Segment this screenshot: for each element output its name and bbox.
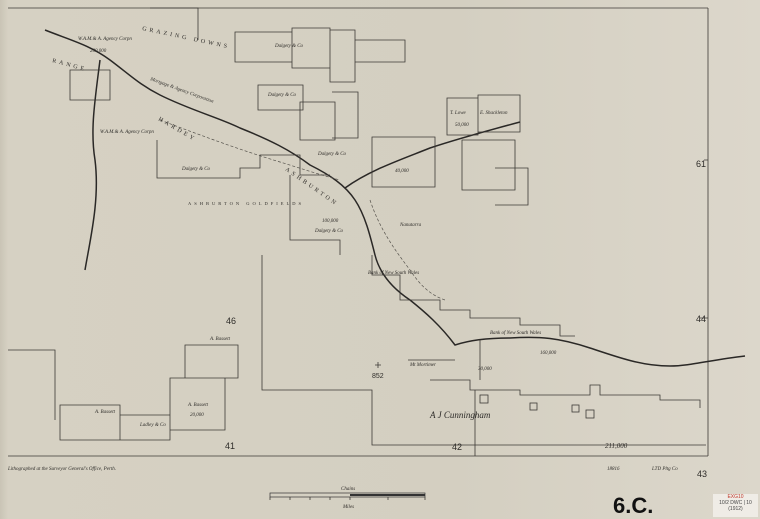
grid-number: 41 (225, 441, 235, 451)
homestead-label: Nanutarra (399, 223, 422, 228)
holder-label: W.A.M.& A. Agency Corpn (100, 130, 154, 135)
holder-label: Mortgage & Agency Corporation (148, 77, 214, 105)
lease-boundary (8, 344, 239, 441)
holder-label: Dalgety & Co (267, 93, 297, 98)
holder-label: A. Bassett (94, 410, 116, 415)
area-label: 200,000 (90, 49, 107, 54)
holder-label: Dalgety & Co (317, 152, 347, 157)
area-label: 160,000 (540, 351, 557, 356)
creek-label: HARDEY (157, 117, 197, 144)
map-frame (8, 7, 709, 457)
scale-bar (269, 492, 426, 500)
area-label: 30,000 (478, 367, 492, 372)
stamp-line-2: 10/2 DWC | 10 (1912) (719, 500, 752, 512)
grid-number: 42 (452, 442, 462, 452)
lease-boundary (234, 27, 406, 83)
plate-note: LTD Pltg Co (651, 467, 678, 472)
western-river (84, 59, 101, 271)
scale-chains-label: Chains (341, 487, 355, 492)
lease-boundary (69, 7, 199, 101)
grid-number: 44 (696, 314, 706, 324)
holder-label: A. Bassett (187, 403, 209, 408)
lease-boundary (408, 340, 701, 408)
tributary (344, 121, 521, 189)
lease-boundary (261, 255, 706, 446)
grid-number: 43 (697, 469, 707, 479)
holder-label: T. Lowe (450, 111, 467, 116)
scale-miles-label: Miles (342, 505, 354, 510)
town-label: Mt Mortimer (409, 363, 436, 368)
holder-label: W.A.M.& A. Agency Corpn (78, 37, 132, 42)
lease-boundary (371, 94, 529, 206)
grid-line (474, 159, 708, 456)
holder-label: A. Bassett (209, 337, 231, 342)
holder-label: Ladley & Co (139, 423, 166, 428)
holder-label: Bank of New South Wales (368, 271, 419, 276)
stamp-line-1: EXG10 (727, 494, 744, 500)
hardey-creek (159, 119, 341, 181)
lease-boundary (156, 140, 341, 255)
area-label: 40,000 (395, 169, 409, 174)
area-label: 100,000 (322, 219, 339, 224)
holder-label: Dalgety & Co (181, 167, 211, 172)
lease-boundary (257, 84, 359, 141)
goldfield-label: ASHBURTON GOLDFIELDS (188, 201, 304, 206)
holder-label: E. Shackleton (479, 111, 508, 116)
holder-label: Dalgety & Co (314, 229, 344, 234)
creek (369, 199, 446, 301)
holder-label: A J Cunningham (429, 410, 491, 420)
survey-marks (479, 394, 595, 419)
archive-stamp: EXG10 10/2 DWC | 10 (1912) (713, 494, 758, 517)
trig-label: 852 (372, 373, 384, 380)
imprint: Lithographed at the Surveyor General's O… (7, 467, 116, 472)
ashburton-river (44, 29, 746, 367)
holder-label: Dalgety & Co (274, 44, 304, 49)
sheet-id: 6.C. (613, 493, 653, 518)
area-label: 211,000 (605, 442, 628, 450)
trig-marker-icon (375, 362, 381, 368)
grid-number: 46 (226, 316, 236, 326)
holder-label: Bank of New South Wales (490, 331, 541, 336)
plate-number: 18816 (607, 467, 620, 472)
area-label: 20,000 (190, 413, 204, 418)
grid-number: 61 (696, 159, 706, 169)
range-label: RANGE (51, 58, 87, 73)
area-label: 50,000 (455, 123, 469, 128)
downs-label: GRAZING DOWNS (142, 26, 231, 50)
